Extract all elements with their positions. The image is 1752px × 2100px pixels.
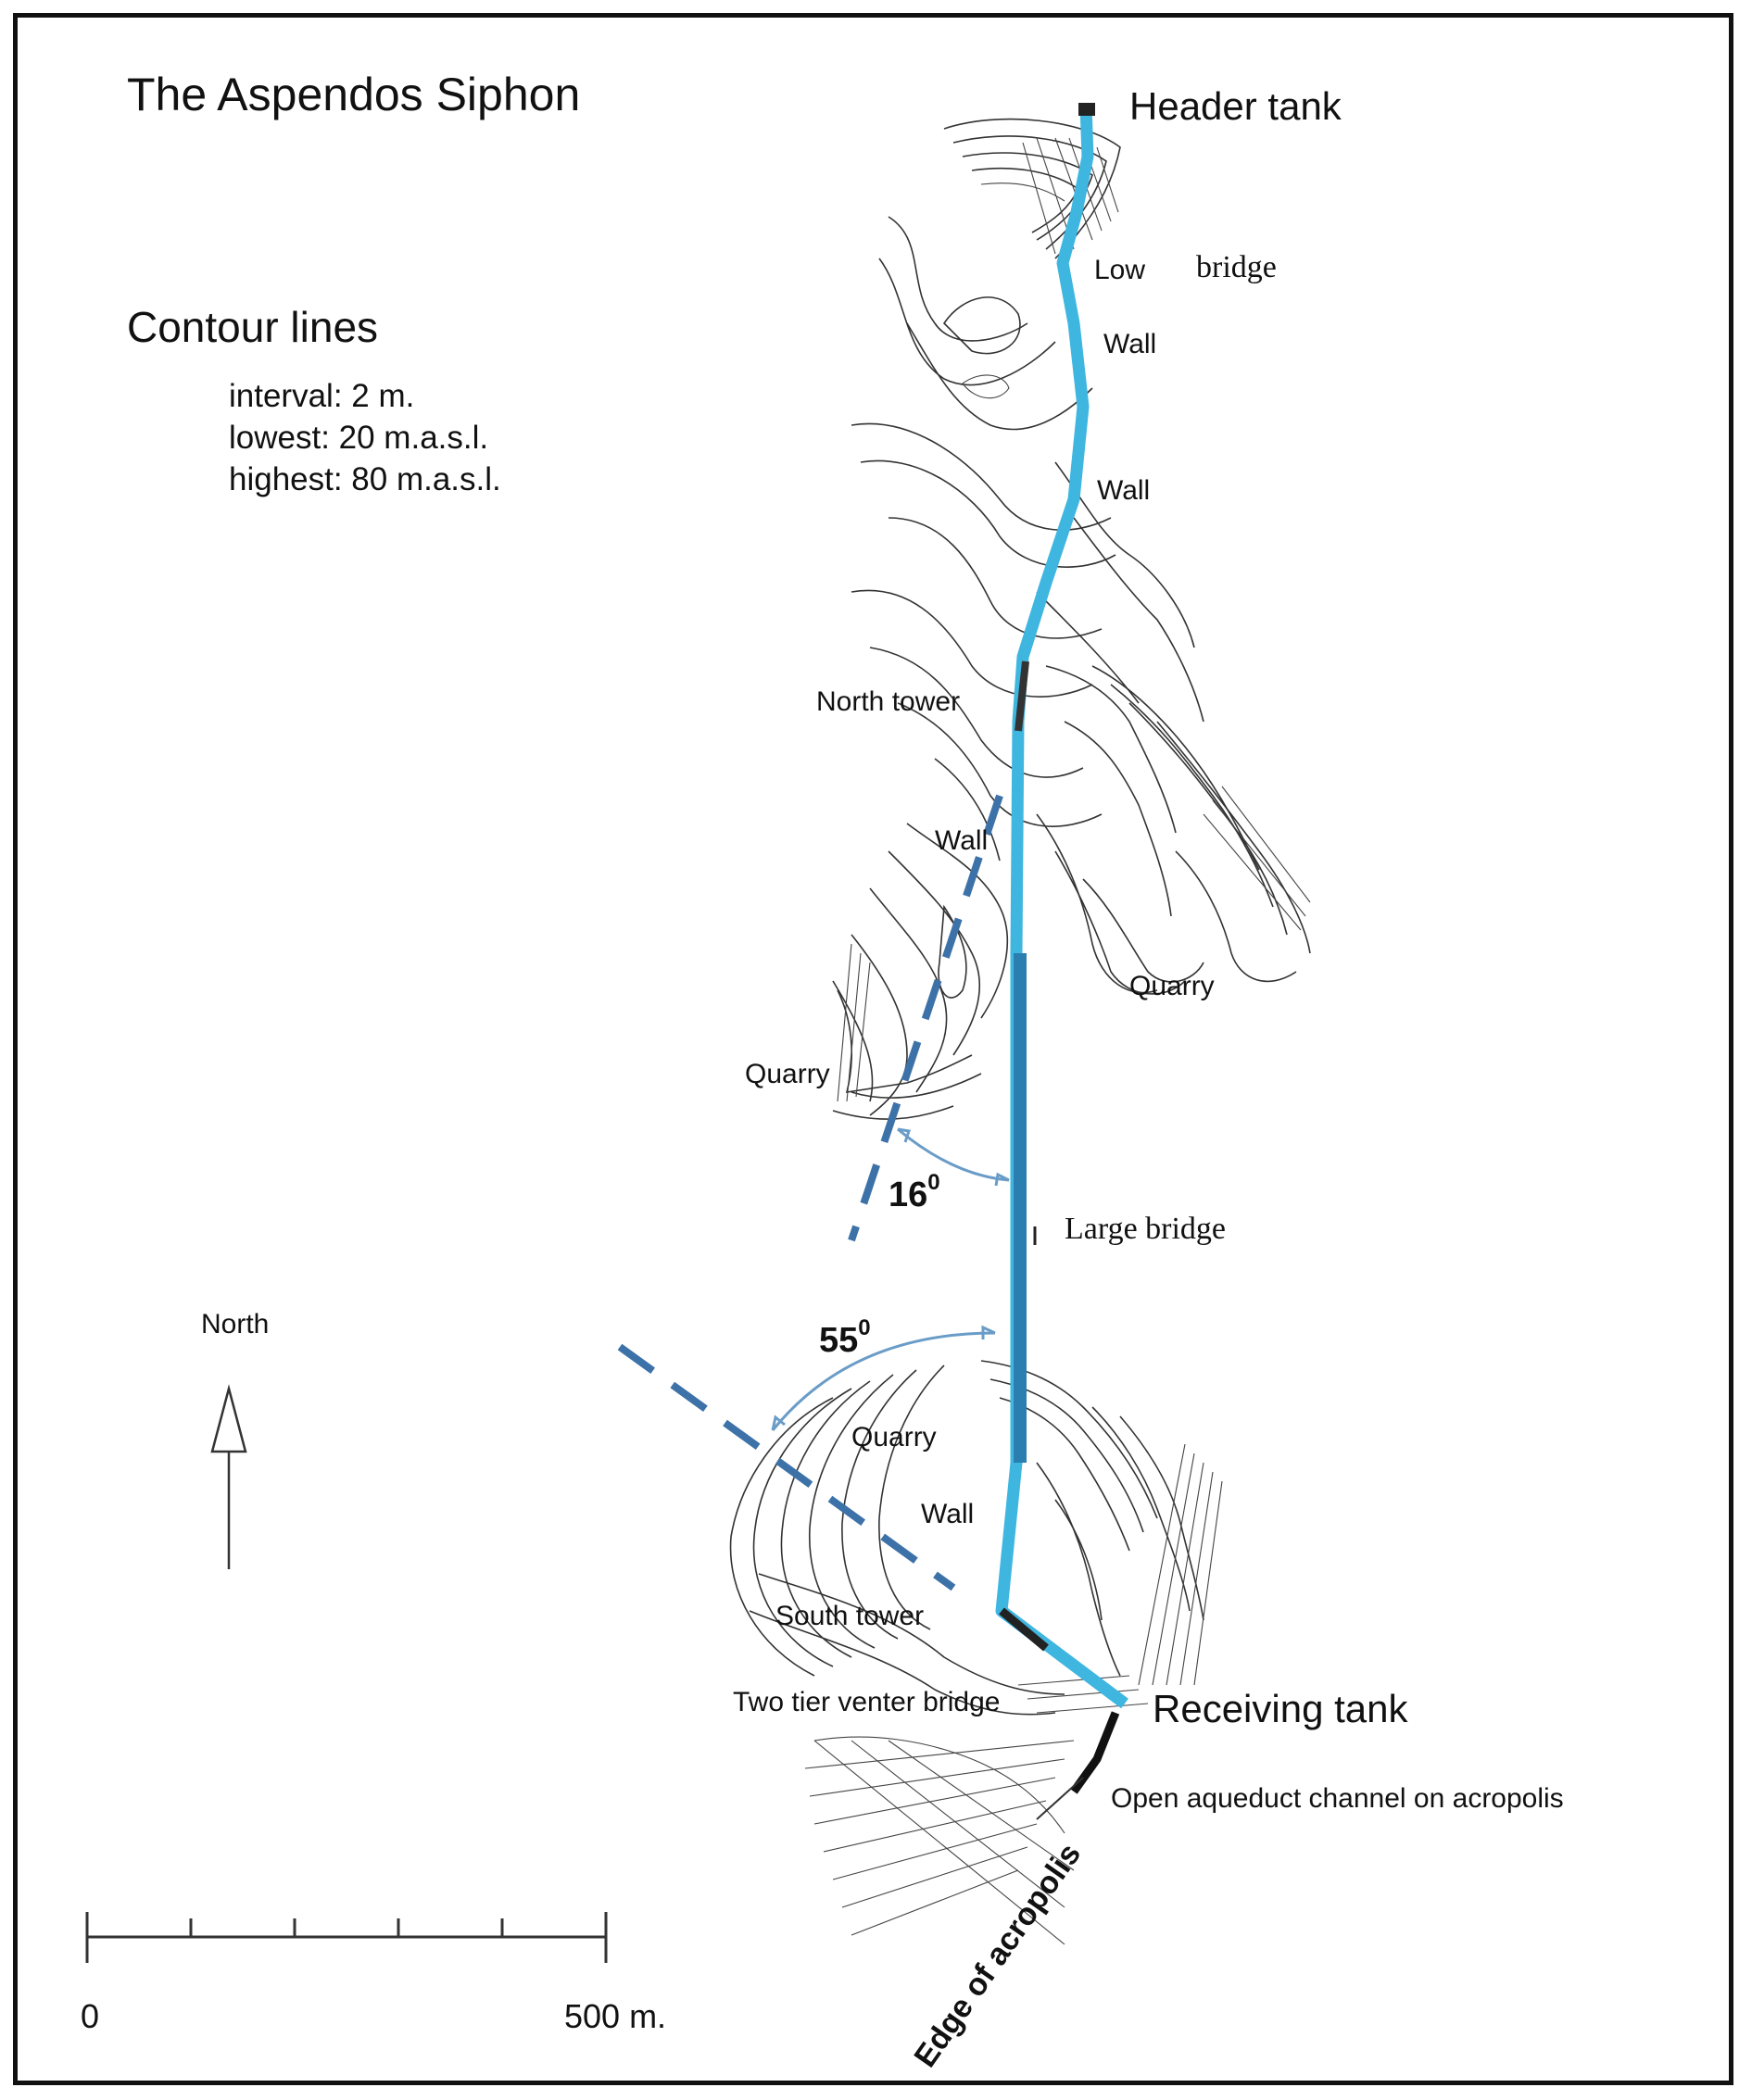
label-quarry-west: Quarry [745,1059,830,1089]
map-frame: The Aspendos Siphon Contour lines interv… [13,13,1733,2085]
label-open-aqueduct-channel: Open aqueduct channel on acropolis [1111,1783,1564,1814]
scale-start-label: 0 [81,1997,99,2035]
label-wall-3: Wall [935,825,988,856]
north-arrow-icon [210,1384,247,1569]
dashed-axes [617,794,1003,1591]
edge-pointer [1036,1777,1084,1820]
label-receiving-tank: Receiving tank [1153,1687,1408,1730]
contour-lines-north [832,118,1311,1120]
scale-end-label: 500 m. [564,1997,666,2035]
legend-heading: Contour lines [127,303,378,351]
label-quarry-south: Quarry [851,1422,937,1452]
angle-lower-label: 550 [819,1315,871,1360]
label-wall-2: Wall [1097,475,1150,506]
siphon-map: The Aspendos Siphon Contour lines interv… [81,69,1564,2074]
label-wall-4: Wall [921,1499,974,1529]
legend-lowest: lowest: 20 m.a.s.l. [229,420,488,456]
legend-interval: interval: 2 m. [229,378,414,414]
north-label: North [201,1309,269,1339]
label-header-tank: Header tank [1129,84,1342,128]
contour-lines-south [729,1360,1223,1945]
angle-upper-label: 160 [889,1170,940,1214]
label-low: Low [1094,255,1145,285]
label-two-tier-venter-bridge: Two tier venter bridge [733,1687,1000,1717]
label-north-tower: North tower [816,686,960,717]
siphon-pipeline [995,103,1128,1794]
label-south-tower: South tower [775,1601,924,1631]
legend-highest: highest: 80 m.a.s.l. [229,461,501,497]
label-edge-of-acropolis: Edge of acropolis [907,1837,1088,2073]
angle-arcs [771,1127,1010,1431]
label-bridge: bridge [1196,250,1277,284]
label-large-bridge: Large bridge [1065,1212,1226,1246]
map-title: The Aspendos Siphon [127,69,580,120]
scale-bar [85,1912,608,1963]
label-wall-1: Wall [1103,329,1156,359]
label-quarry-east: Quarry [1129,971,1215,1001]
